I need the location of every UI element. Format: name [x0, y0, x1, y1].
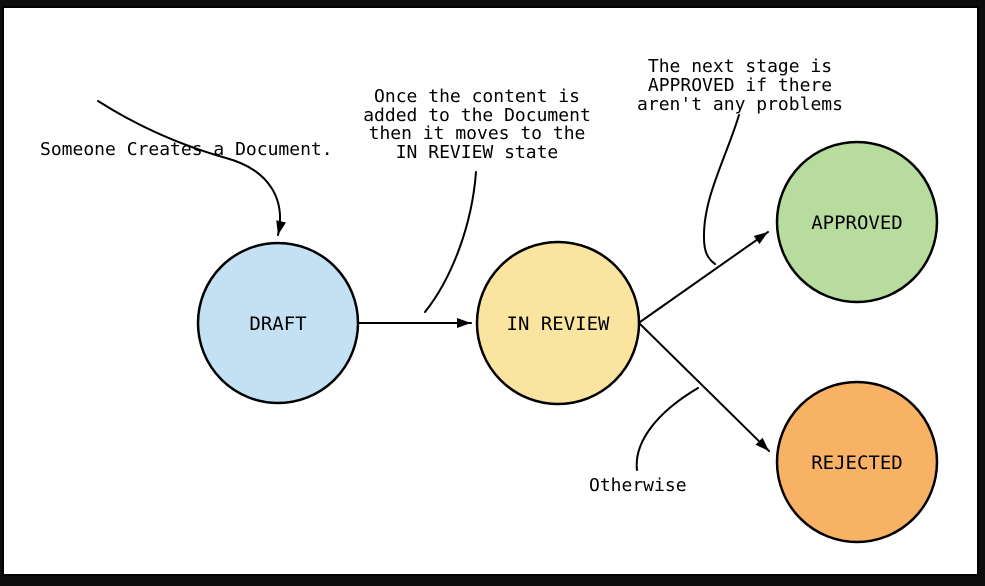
state-approved-label: APPROVED: [811, 212, 903, 234]
annotation-to-approved-line-3: aren't any problems: [637, 94, 843, 115]
state-in-review-label: IN REVIEW: [507, 313, 611, 335]
state-node-in-review: IN REVIEW: [475, 240, 641, 406]
annotation-arrow-create: [97, 100, 286, 236]
annotation-connector-to-approved: [702, 114, 740, 265]
state-rejected-label: REJECTED: [811, 452, 903, 474]
annotation-to-approved-line-2: APPROVED if there: [648, 75, 832, 96]
annotation-to-approved-line-1: The next stage is: [648, 56, 832, 77]
state-in-review-circle: [475, 240, 641, 406]
state-node-rejected: REJECTED: [775, 380, 939, 544]
annotation-to-review-line-4: IN REVIEW state: [396, 142, 559, 163]
annotation-to-review-line-1: Once the content is: [374, 86, 580, 107]
annotation-to-review-line-2: added to the Document: [363, 105, 591, 126]
annotation-to-review-text: Once the content is added to the Documen…: [363, 86, 591, 163]
state-draft-circle: [196, 241, 360, 405]
annotation-connector-to-review: [424, 171, 477, 313]
annotation-connector-otherwise: [635, 387, 699, 471]
state-rejected-circle: [775, 380, 939, 544]
annotation-otherwise-text: Otherwise: [589, 475, 687, 496]
annotation-to-approved-text: The next stage is APPROVED if there aren…: [637, 56, 843, 115]
state-draft-label: DRAFT: [249, 313, 306, 335]
annotation-create-text: Someone Creates a Document.: [40, 139, 333, 160]
annotation-to-review-line-3: then it moves to the: [369, 123, 586, 144]
arrow-in-review-to-approved: [639, 231, 769, 323]
state-node-draft: DRAFT: [196, 241, 360, 405]
state-node-approved: APPROVED: [775, 140, 939, 304]
state-approved-circle: [775, 140, 939, 304]
arrow-in-review-to-rejected: [639, 323, 770, 452]
